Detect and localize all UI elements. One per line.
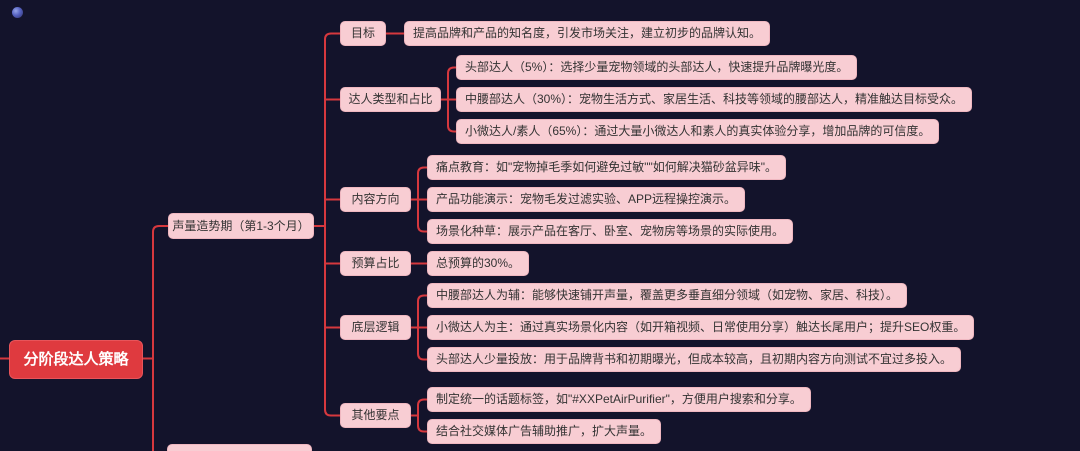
- phase2-node-clipped[interactable]: [167, 444, 312, 451]
- branch-content-direction[interactable]: 内容方向: [340, 187, 411, 212]
- branch-budget-share[interactable]: 预算占比: [340, 251, 411, 276]
- leaf-mix-mid[interactable]: 中腰部达人（30%）：宠物生活方式、家居生活、科技等领域的腰部达人，精准触达目标…: [456, 87, 973, 112]
- leaf-content-painpoint[interactable]: 痛点教育：如"宠物掉毛季如何避免过敏""如何解决猫砂盆异味"。: [427, 155, 787, 180]
- leaf-mix-micro[interactable]: 小微达人/素人（65%）：通过大量小微达人和素人的真实体验分享，增加品牌的可信度…: [456, 119, 940, 144]
- leaf-logic-top-tier[interactable]: 头部达人少量投放：用于品牌背书和初期曝光，但成本较高，且初期内容方向测试不宜过多…: [427, 347, 962, 372]
- leaf-content-demo[interactable]: 产品功能演示：宠物毛发过滤实验、APP远程操控演示。: [427, 187, 746, 212]
- leaf-logic-mid-tier[interactable]: 中腰部达人为辅：能够快速铺开声量，覆盖更多垂直细分领域（如宠物、家居、科技）。: [427, 283, 908, 308]
- branch-goal[interactable]: 目标: [340, 21, 386, 46]
- leaf-content-scene[interactable]: 场景化种草：展示产品在客厅、卧室、宠物房等场景的实际使用。: [427, 219, 794, 244]
- root-node[interactable]: 分阶段达人策略: [9, 340, 143, 379]
- leaf-logic-micro[interactable]: 小微达人为主：通过真实场景化内容（如开箱视频、日常使用分享）触达长尾用户；提升S…: [427, 315, 975, 340]
- leaf-other-ads[interactable]: 结合社交媒体广告辅助推广，扩大声量。: [427, 419, 662, 444]
- phase1-node[interactable]: 声量造势期（第1-3个月）: [168, 213, 314, 239]
- branch-underlying-logic[interactable]: 底层逻辑: [340, 315, 411, 340]
- app-logo-icon: [12, 7, 23, 18]
- branch-other-points[interactable]: 其他要点: [340, 403, 411, 428]
- leaf-mix-top[interactable]: 头部达人（5%）：选择少量宠物领域的头部达人，快速提升品牌曝光度。: [456, 55, 858, 80]
- branch-influencer-mix[interactable]: 达人类型和占比: [340, 87, 441, 112]
- leaf-goal-1[interactable]: 提高品牌和产品的知名度，引发市场关注，建立初步的品牌认知。: [404, 21, 771, 46]
- leaf-budget-30pct[interactable]: 总预算的30%。: [427, 251, 530, 276]
- leaf-other-hashtag[interactable]: 制定统一的话题标签，如"#XXPetAirPurifier"，方便用户搜索和分享…: [427, 387, 811, 412]
